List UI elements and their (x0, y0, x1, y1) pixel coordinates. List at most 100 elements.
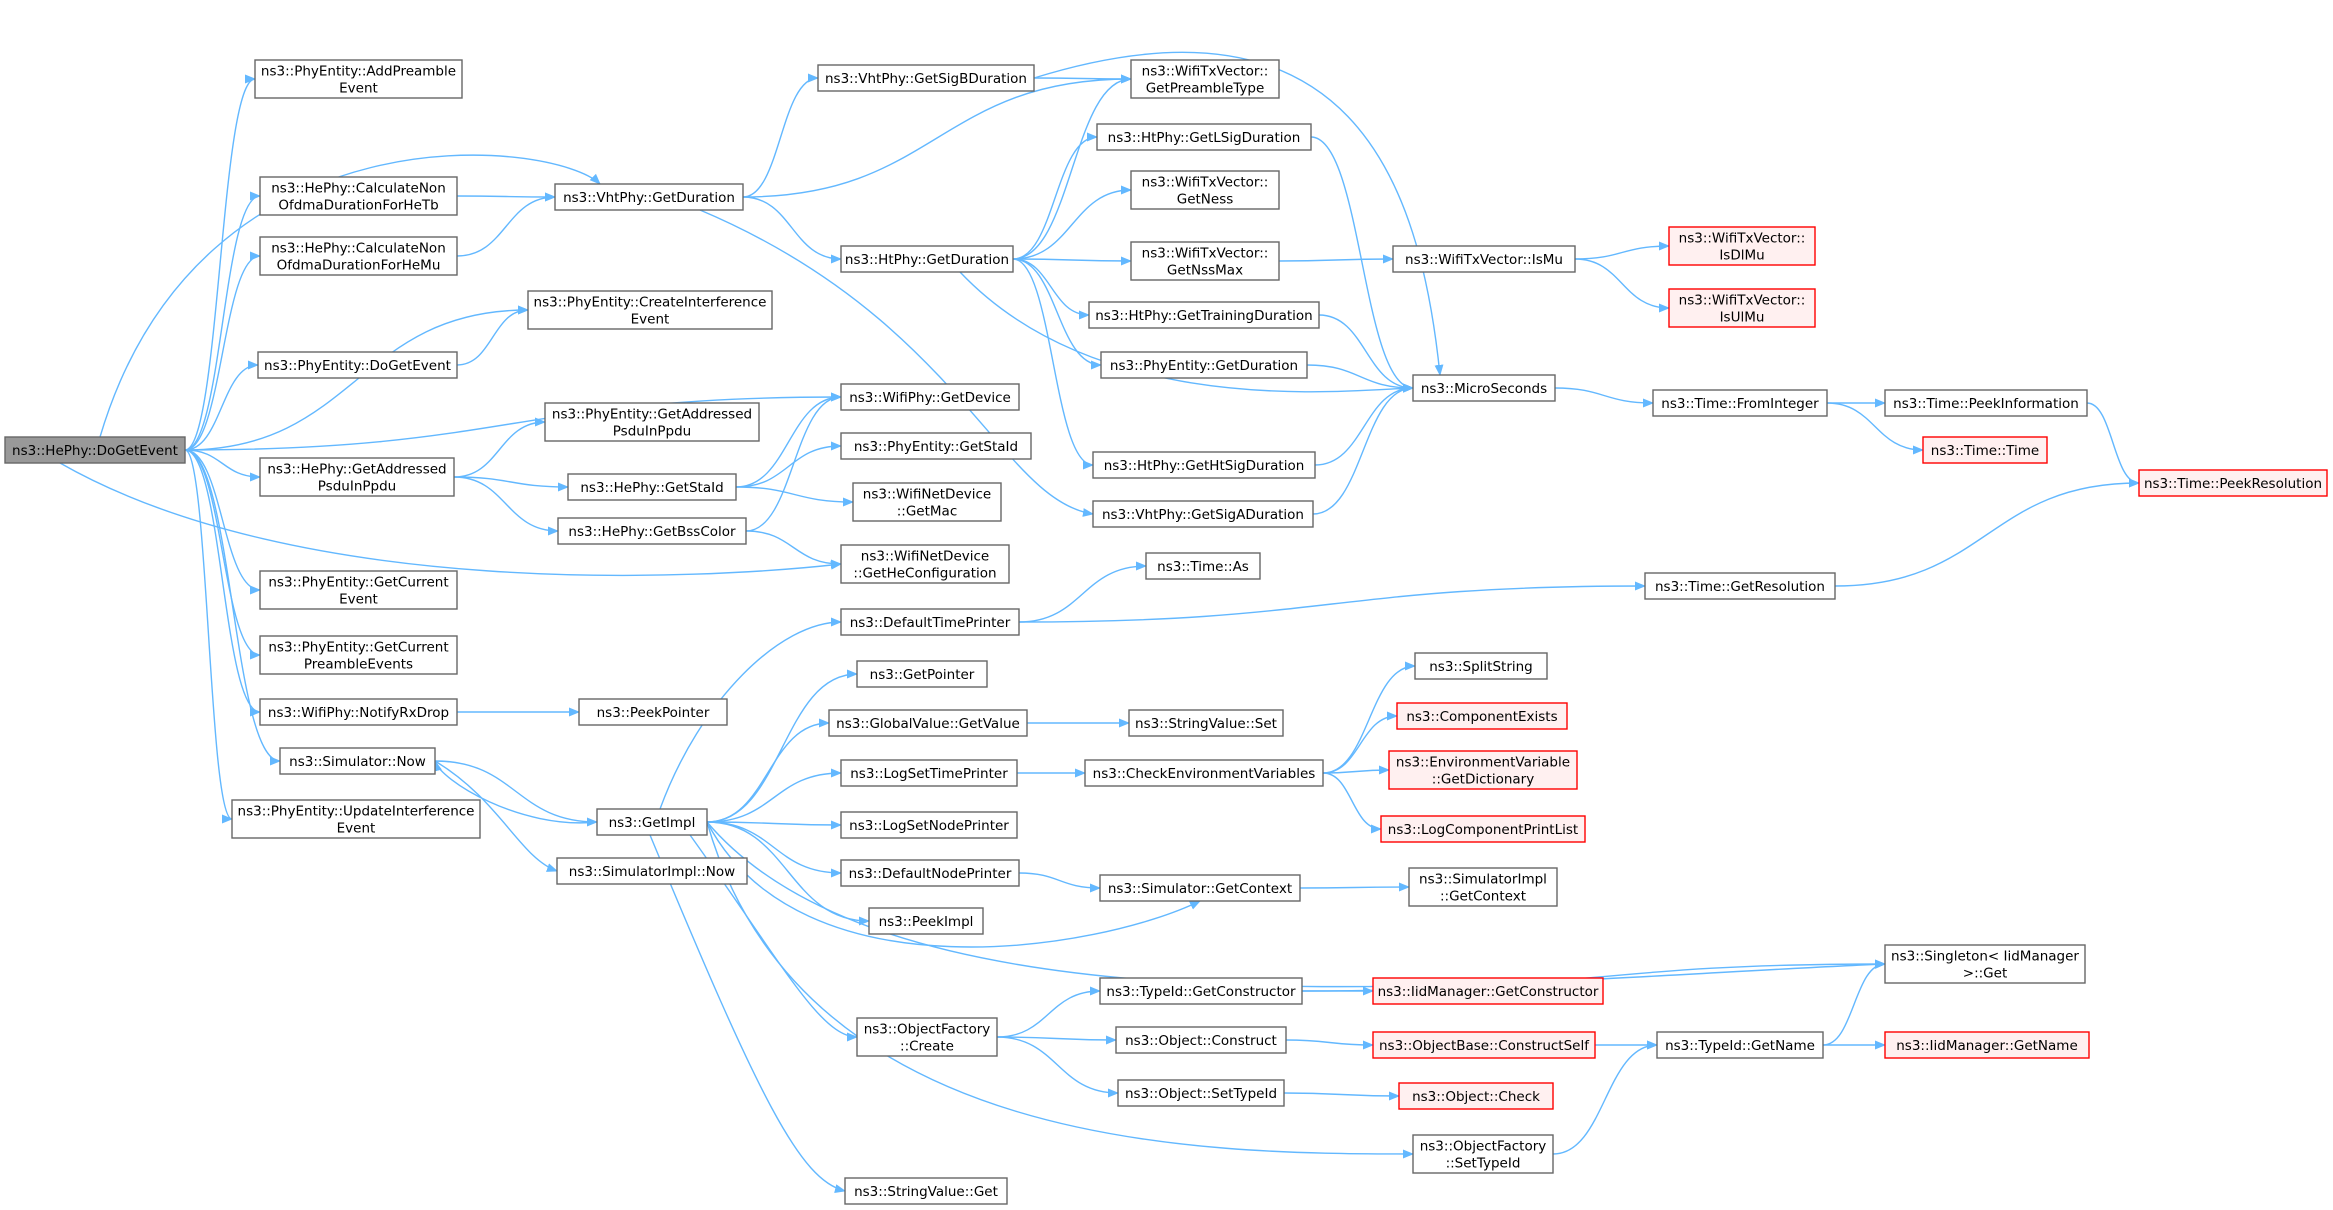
node-simImplNow[interactable]: ns3::SimulatorImpl::Now (556, 857, 748, 885)
node-label-isMu-0: ns3::WifiTxVector::IsMu (1405, 252, 1563, 268)
edge-root-to-vhtGetDuration (99, 154, 601, 438)
node-isDlMu[interactable]: ns3::WifiTxVector::IsDlMu (1668, 226, 1816, 266)
node-typeIdGetConstructor[interactable]: ns3::TypeId::GetConstructor (1099, 977, 1303, 1005)
edge-simNow-to-simImplNow (434, 760, 559, 872)
node-htGetDuration[interactable]: ns3::HtPhy::GetDuration (840, 245, 1014, 273)
node-getResolution[interactable]: ns3::Time::GetResolution (1644, 572, 1836, 600)
node-box-getAddressedHe (259, 457, 455, 497)
node-getTraining[interactable]: ns3::HtPhy::GetTrainingDuration (1088, 301, 1320, 329)
node-label-updateInterference-0: ns3::PhyEntity::UpdateInterference (238, 804, 475, 820)
node-envGetDict[interactable]: ns3::EnvironmentVariable::GetDictionary (1388, 750, 1578, 790)
node-getHtSig[interactable]: ns3::HtPhy::GetHtSigDuration (1092, 451, 1316, 479)
node-getNssMax[interactable]: ns3::WifiTxVector::GetNssMax (1130, 241, 1280, 281)
node-box-objConstruct (1115, 1026, 1287, 1054)
node-simGetContext[interactable]: ns3::Simulator::GetContext (1099, 874, 1301, 902)
node-getNess[interactable]: ns3::WifiTxVector::GetNess (1130, 170, 1280, 210)
node-doGetEventPE[interactable]: ns3::PhyEntity::DoGetEvent (257, 351, 458, 379)
node-box-simGetContext (1099, 874, 1301, 902)
node-getSigA[interactable]: ns3::VhtPhy::GetSigADuration (1092, 500, 1314, 528)
node-getHeConfig[interactable]: ns3::WifiNetDevice::GetHeConfiguration (840, 544, 1010, 584)
node-defaultTimePrinter[interactable]: ns3::DefaultTimePrinter (840, 608, 1020, 636)
node-iidGetName[interactable]: ns3::IidManager::GetName (1884, 1031, 2090, 1059)
node-box-fromInteger (1652, 389, 1828, 417)
node-box-objFactoryCreate (856, 1017, 998, 1057)
node-box-constructSelf (1372, 1031, 1596, 1059)
node-calcTb[interactable]: ns3::HePhy::CalculateNonOfdmaDurationFor… (259, 176, 458, 216)
node-microSeconds[interactable]: ns3::MicroSeconds (1412, 374, 1556, 402)
node-getPointer[interactable]: ns3::GetPointer (856, 660, 988, 688)
node-logSetTimePrinter[interactable]: ns3::LogSetTimePrinter (840, 759, 1018, 787)
node-logSetNodePrinter[interactable]: ns3::LogSetNodePrinter (840, 811, 1018, 839)
node-calcMu[interactable]: ns3::HePhy::CalculateNonOfdmaDurationFor… (259, 236, 458, 276)
node-label-fromInteger-0: ns3::Time::FromInteger (1661, 396, 1819, 412)
node-box-getHtSig (1092, 451, 1316, 479)
node-objConstruct[interactable]: ns3::Object::Construct (1115, 1026, 1287, 1054)
node-simImplGetContext[interactable]: ns3::SimulatorImpl::GetContext (1408, 867, 1558, 907)
node-fromInteger[interactable]: ns3::Time::FromInteger (1652, 389, 1828, 417)
edge-vhtGetDuration-to-htGetDuration (742, 196, 843, 264)
edge-htGetDuration-to-peGetDuration (1012, 258, 1103, 370)
edge-getImpl-to-defaultTimePrinter (659, 617, 843, 810)
node-notifyRxDrop[interactable]: ns3::WifiPhy::NotifyRxDrop (259, 698, 458, 726)
node-box-calcTb (259, 176, 458, 216)
node-getLSig[interactable]: ns3::HtPhy::GetLSigDuration (1096, 123, 1312, 151)
edge-checkEnv-to-logCompPrintList (1322, 772, 1383, 834)
node-simNow[interactable]: ns3::Simulator::Now (279, 747, 436, 775)
node-vhtGetSigB[interactable]: ns3::VhtPhy::GetSigBDuration (817, 64, 1035, 92)
node-heGetBssColor[interactable]: ns3::HePhy::GetBssColor (557, 517, 747, 545)
node-timeAs[interactable]: ns3::Time::As (1145, 552, 1261, 580)
node-getPreambleType[interactable]: ns3::WifiTxVector::GetPreambleType (1130, 59, 1280, 99)
node-isUlMu[interactable]: ns3::WifiTxVector::IsUlMu (1668, 288, 1816, 328)
node-vhtGetDuration[interactable]: ns3::VhtPhy::GetDuration (554, 183, 744, 211)
node-constructSelf[interactable]: ns3::ObjectBase::ConstructSelf (1372, 1031, 1596, 1059)
node-globalGetValue[interactable]: ns3::GlobalValue::GetValue (828, 709, 1028, 737)
node-peekImpl[interactable]: ns3::PeekImpl (868, 907, 984, 935)
node-peekInformation[interactable]: ns3::Time::PeekInformation (1884, 389, 2088, 417)
node-stringValueSet[interactable]: ns3::StringValue::Set (1128, 709, 1284, 737)
node-label-simImplGetContext-0: ns3::SimulatorImpl (1419, 872, 1547, 888)
node-checkEnv[interactable]: ns3::CheckEnvironmentVariables (1084, 759, 1324, 787)
node-peekPointer[interactable]: ns3::PeekPointer (578, 698, 728, 726)
node-splitString[interactable]: ns3::SplitString (1414, 652, 1548, 680)
node-root[interactable]: ns3::HePhy::DoGetEvent (4, 436, 186, 464)
node-label-stringValueSet-0: ns3::StringValue::Set (1135, 716, 1277, 732)
node-singletonGet[interactable]: ns3::Singleton< IidManager >::Get (1884, 944, 2086, 984)
node-isMu[interactable]: ns3::WifiTxVector::IsMu (1392, 245, 1576, 273)
node-label-heGetBssColor-0: ns3::HePhy::GetBssColor (568, 524, 736, 540)
node-getImpl[interactable]: ns3::GetImpl (596, 808, 708, 836)
node-peekResolution[interactable]: ns3::Time::PeekResolution (2138, 469, 2328, 497)
node-box-createInterference (527, 290, 773, 330)
edge-simNow-to-getImpl (434, 760, 599, 827)
edge-peGetDuration-to-microSeconds (1306, 364, 1415, 393)
node-wifiPhyGetDevice[interactable]: ns3::WifiPhy::GetDevice (840, 383, 1020, 411)
edge-checkEnv-to-envGetDict (1322, 765, 1391, 775)
edge-peekInformation-to-peekResolution (2086, 402, 2141, 488)
node-objFactoryCreate[interactable]: ns3::ObjectFactory::Create (856, 1017, 998, 1057)
node-getMac[interactable]: ns3::WifiNetDevice::GetMac (852, 482, 1002, 522)
node-box-getImpl (596, 808, 708, 836)
node-logCompPrintList[interactable]: ns3::LogComponentPrintList (1380, 815, 1586, 843)
node-peGetStaId[interactable]: ns3::PhyEntity::GetStaId (840, 432, 1032, 460)
node-heGetStaId[interactable]: ns3::HePhy::GetStaId (567, 473, 737, 501)
node-label-peekResolution-0: ns3::Time::PeekResolution (2144, 476, 2322, 492)
node-iidGetConstructor[interactable]: ns3::IidManager::GetConstructor (1372, 977, 1604, 1005)
node-objCheck[interactable]: ns3::Object::Check (1398, 1082, 1554, 1110)
node-componentExists[interactable]: ns3::ComponentExists (1396, 702, 1568, 730)
node-peGetDuration[interactable]: ns3::PhyEntity::GetDuration (1100, 351, 1308, 379)
node-timeTime[interactable]: ns3::Time::Time (1922, 436, 2048, 464)
node-objFactorySetTypeId[interactable]: ns3::ObjectFactory::SetTypeId (1412, 1134, 1554, 1174)
node-box-simImplGetContext (1408, 867, 1558, 907)
node-typeIdGetName[interactable]: ns3::TypeId::GetName (1656, 1031, 1824, 1059)
node-objSetTypeId[interactable]: ns3::Object::SetTypeId (1117, 1079, 1285, 1107)
node-stringValueGet[interactable]: ns3::StringValue::Get (844, 1177, 1008, 1205)
edge-vhtGetDuration-to-getPreambleType (742, 74, 1133, 198)
node-box-htGetDuration (840, 245, 1014, 273)
node-defaultNodePrinter[interactable]: ns3::DefaultNodePrinter (840, 859, 1020, 887)
